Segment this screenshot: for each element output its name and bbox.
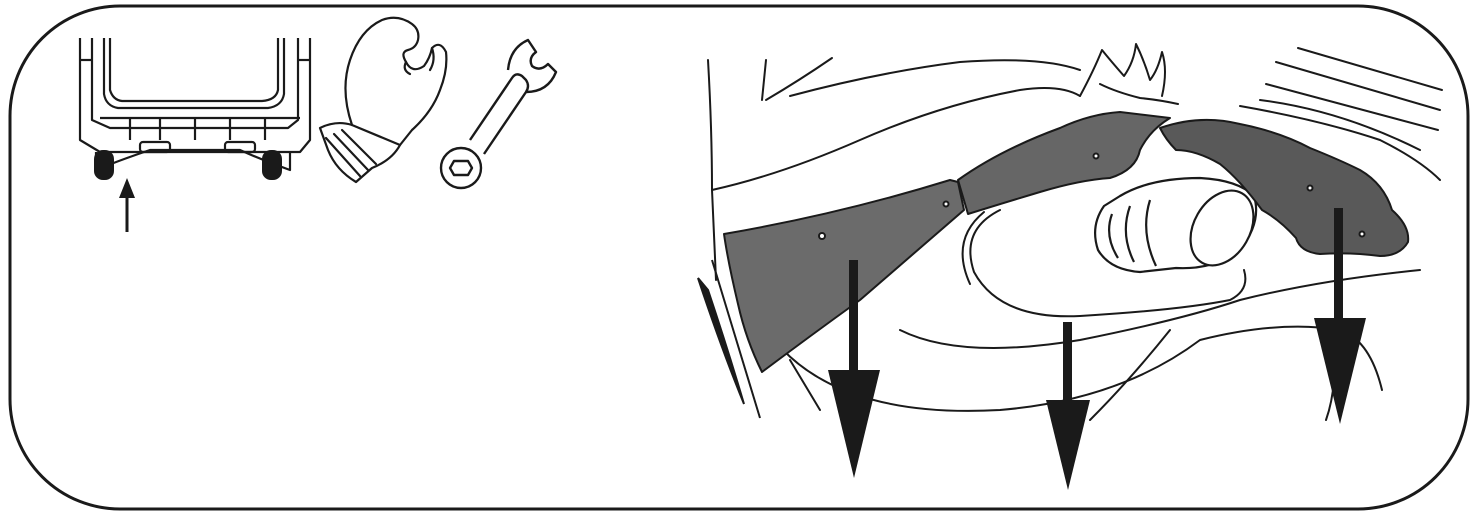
instruction-figure bbox=[0, 0, 1478, 515]
figure-canvas bbox=[0, 0, 1478, 515]
